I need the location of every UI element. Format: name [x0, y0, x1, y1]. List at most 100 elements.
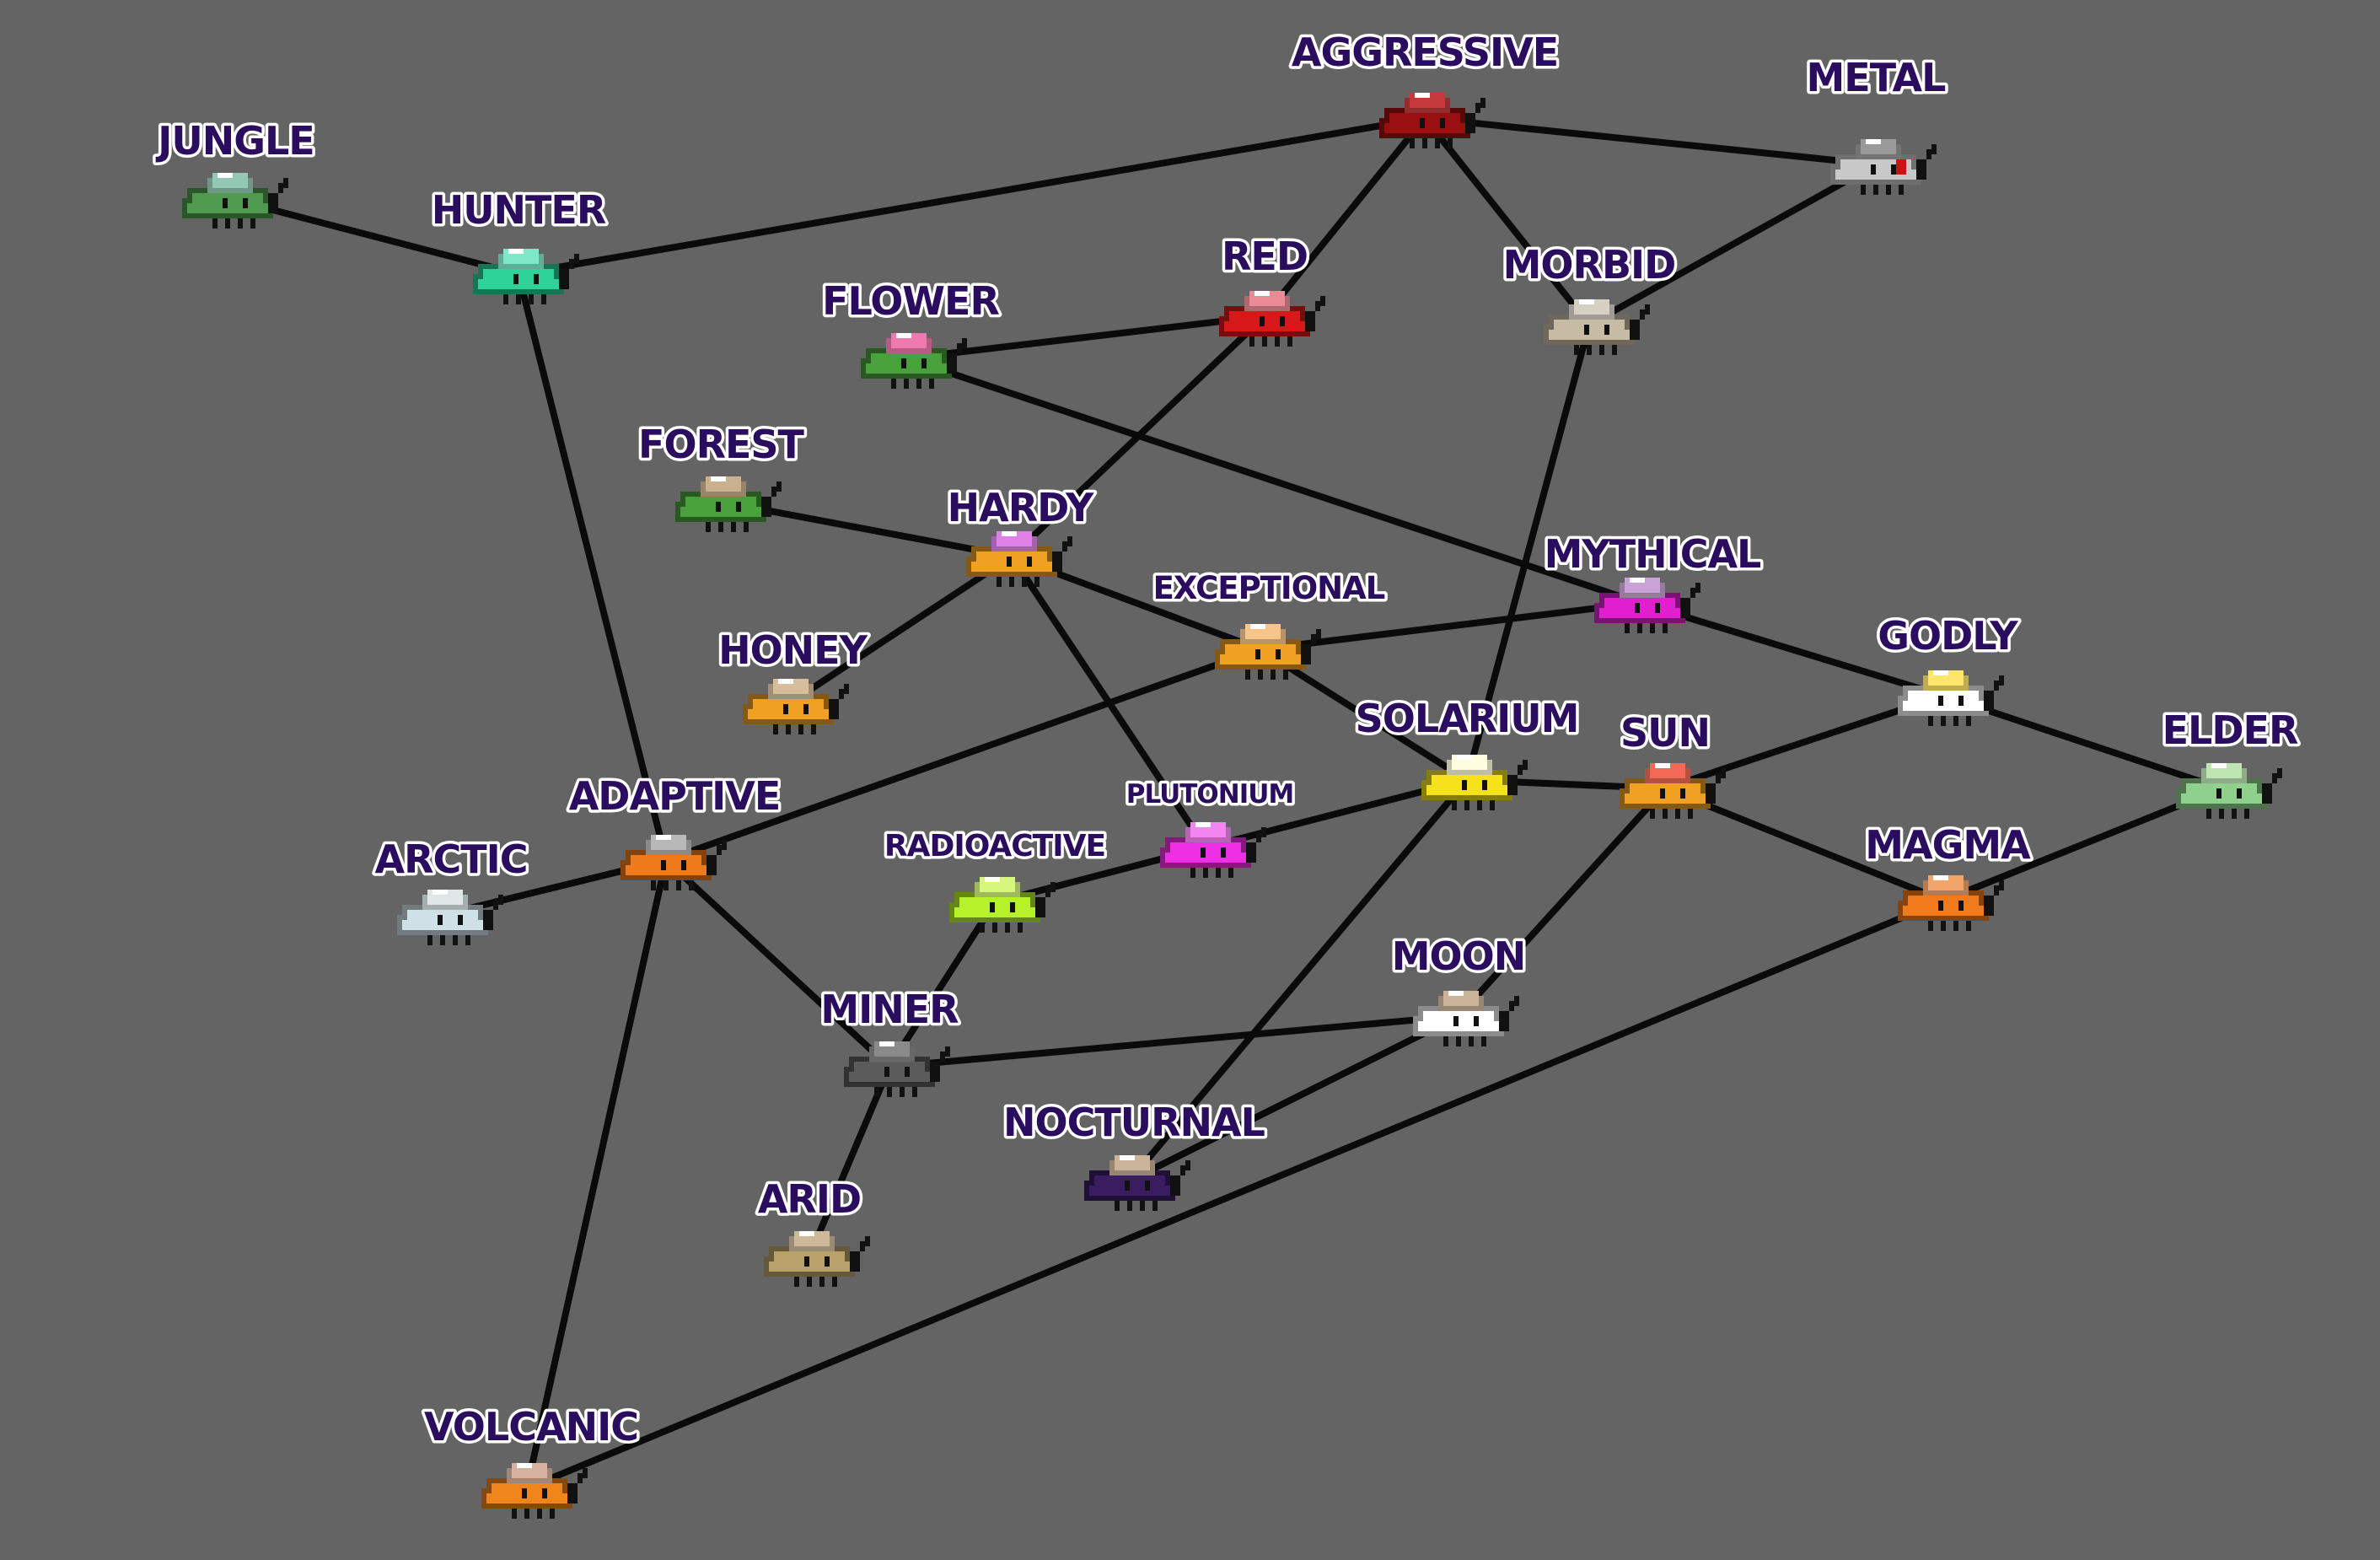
bee-node-miner[interactable]: MINER: [818, 984, 963, 1097]
link-exceptional-mythical: [1257, 600, 1643, 653]
mythical-bee-icon: [1594, 578, 1700, 633]
aggressive-label: AGGRESSIVE: [1292, 30, 1558, 75]
bee-node-arid[interactable]: ARID: [755, 1174, 870, 1287]
bee-node-aggressive[interactable]: AGGRESSIVE: [1288, 27, 1562, 148]
morbid-label: MORBID: [1503, 242, 1676, 288]
link-aggressive-metal: [1421, 115, 1879, 168]
bee-node-godly[interactable]: GODLY: [1875, 611, 2023, 726]
bee-node-exceptional[interactable]: EXCEPTIONAL: [1150, 568, 1389, 680]
link-sun-moon: [1455, 785, 1668, 1019]
bee-node-arctic[interactable]: ARCTIC: [372, 834, 531, 945]
magma-label: MAGMA: [1865, 822, 2031, 868]
exceptional-label: EXCEPTIONAL: [1153, 570, 1385, 606]
bee-node-forest[interactable]: FOREST: [636, 419, 809, 532]
link-miner-arid: [806, 1063, 893, 1260]
mythical-label: MYTHICAL: [1545, 531, 1761, 577]
bee-node-solarium[interactable]: SOLARIUM: [1352, 693, 1582, 810]
link-morbid-solarium: [1464, 321, 1593, 783]
moon-bee-icon: [1413, 991, 1519, 1046]
link-godly-elder: [1940, 692, 2225, 792]
link-elder-magma: [1940, 785, 2225, 904]
plutonium-bee-icon: [1160, 822, 1266, 878]
bee-node-moon[interactable]: MOON: [1389, 931, 1529, 1046]
metal-bee-icon: [1830, 139, 1937, 195]
link-solarium-nocturnal: [1126, 777, 1470, 1184]
bee-node-hunter[interactable]: HUNTER: [428, 185, 610, 304]
link-hunter-aggressive: [515, 115, 1428, 277]
link-hunter-adaptive: [515, 271, 669, 863]
arctic-label: ARCTIC: [374, 836, 527, 882]
link-godly-sun: [1662, 692, 1947, 792]
hunter-label: HUNTER: [432, 187, 606, 233]
bee-node-red[interactable]: RED: [1218, 231, 1325, 347]
magma-bee-icon: [1898, 875, 2004, 931]
forest-label: FOREST: [638, 422, 805, 467]
link-aggressive-morbid: [1421, 115, 1593, 328]
bee-node-mythical[interactable]: MYTHICAL: [1541, 529, 1765, 633]
hunter-bee-icon: [473, 249, 579, 304]
arid-bee-icon: [764, 1231, 870, 1287]
bee-node-jungle[interactable]: JUNGLE: [153, 116, 318, 229]
bee-node-plutonium[interactable]: PLUTONIUM: [1123, 777, 1297, 878]
link-exceptional-adaptive: [663, 646, 1264, 863]
hardy-bee-icon: [966, 531, 1072, 587]
solarium-bee-icon: [1421, 755, 1528, 810]
godly-bee-icon: [1898, 670, 2004, 726]
link-adaptive-volcanic: [524, 857, 669, 1492]
elder-label: ELDER: [2162, 707, 2298, 753]
link-metal-morbid: [1586, 161, 1879, 328]
bee-node-metal[interactable]: METAL: [1803, 52, 1950, 195]
jungle-label: JUNGLE: [155, 118, 314, 164]
bee-node-flower[interactable]: FLOWER: [819, 276, 1003, 389]
hardy-label: HARDY: [948, 485, 1094, 530]
adaptive-bee-icon: [621, 835, 727, 890]
link-volcanic-magma: [524, 897, 1947, 1492]
link-miner-moon: [886, 1013, 1462, 1070]
red-bee-icon: [1219, 291, 1325, 347]
godly-label: GODLY: [1878, 613, 2018, 659]
volcanic-label: VOLCANIC: [424, 1404, 638, 1450]
link-flower-red: [903, 313, 1268, 362]
link-exceptional-solarium: [1257, 646, 1470, 783]
nocturnal-label: NOCTURNAL: [1003, 1100, 1265, 1145]
bee-node-magma[interactable]: MAGMA: [1862, 820, 2035, 931]
volcanic-bee-icon: [481, 1463, 588, 1519]
link-radioactive-miner: [886, 899, 998, 1070]
flower-bee-icon: [861, 333, 967, 389]
bee-node-hardy[interactable]: HARDY: [944, 482, 1099, 587]
link-flower-mythical: [903, 355, 1643, 606]
honey-bee-icon: [743, 679, 849, 734]
exceptional-bee-icon: [1215, 624, 1321, 680]
link-aggressive-red: [1261, 115, 1428, 320]
arctic-bee-icon: [397, 890, 503, 945]
metal-label: METAL: [1807, 55, 1947, 100]
miner-label: MINER: [820, 987, 959, 1032]
honey-label: HONEY: [718, 627, 868, 673]
bee-node-radioactive[interactable]: RADIOACTIVE: [881, 826, 1109, 933]
adaptive-label: ADAPTIVE: [569, 773, 781, 819]
red-label: RED: [1222, 234, 1308, 279]
miner-bee-icon: [844, 1041, 950, 1097]
nocturnal-bee-icon: [1084, 1155, 1190, 1211]
link-hardy-honey: [785, 553, 1015, 707]
flower-label: FLOWER: [822, 278, 999, 324]
link-mythical-godly: [1636, 600, 1947, 699]
aggressive-bee-icon: [1379, 93, 1485, 148]
radioactive-label: RADIOACTIVE: [884, 829, 1105, 863]
link-adaptive-miner: [663, 857, 893, 1070]
sun-bee-icon: [1620, 763, 1726, 819]
elder-bee-icon: [2176, 763, 2282, 819]
bee-node-sun[interactable]: SUN: [1618, 707, 1726, 819]
link-moon-nocturnal: [1126, 1013, 1462, 1184]
bee-node-nocturnal[interactable]: NOCTURNAL: [1001, 1097, 1269, 1211]
bee-node-elder[interactable]: ELDER: [2159, 705, 2302, 819]
bee-node-honey[interactable]: HONEY: [716, 625, 872, 734]
bee-node-volcanic[interactable]: VOLCANIC: [422, 1401, 642, 1519]
solarium-label: SOLARIUM: [1356, 696, 1579, 741]
bee-node-adaptive[interactable]: ADAPTIVE: [566, 771, 784, 890]
bee-node-morbid[interactable]: MORBID: [1500, 239, 1679, 355]
bee-nodes: AGGRESSIVE METAL JUNGLE HUNTER RED FLOWER MORB…: [153, 27, 2302, 1519]
morbid-bee-icon: [1544, 299, 1650, 355]
sun-label: SUN: [1620, 710, 1710, 756]
